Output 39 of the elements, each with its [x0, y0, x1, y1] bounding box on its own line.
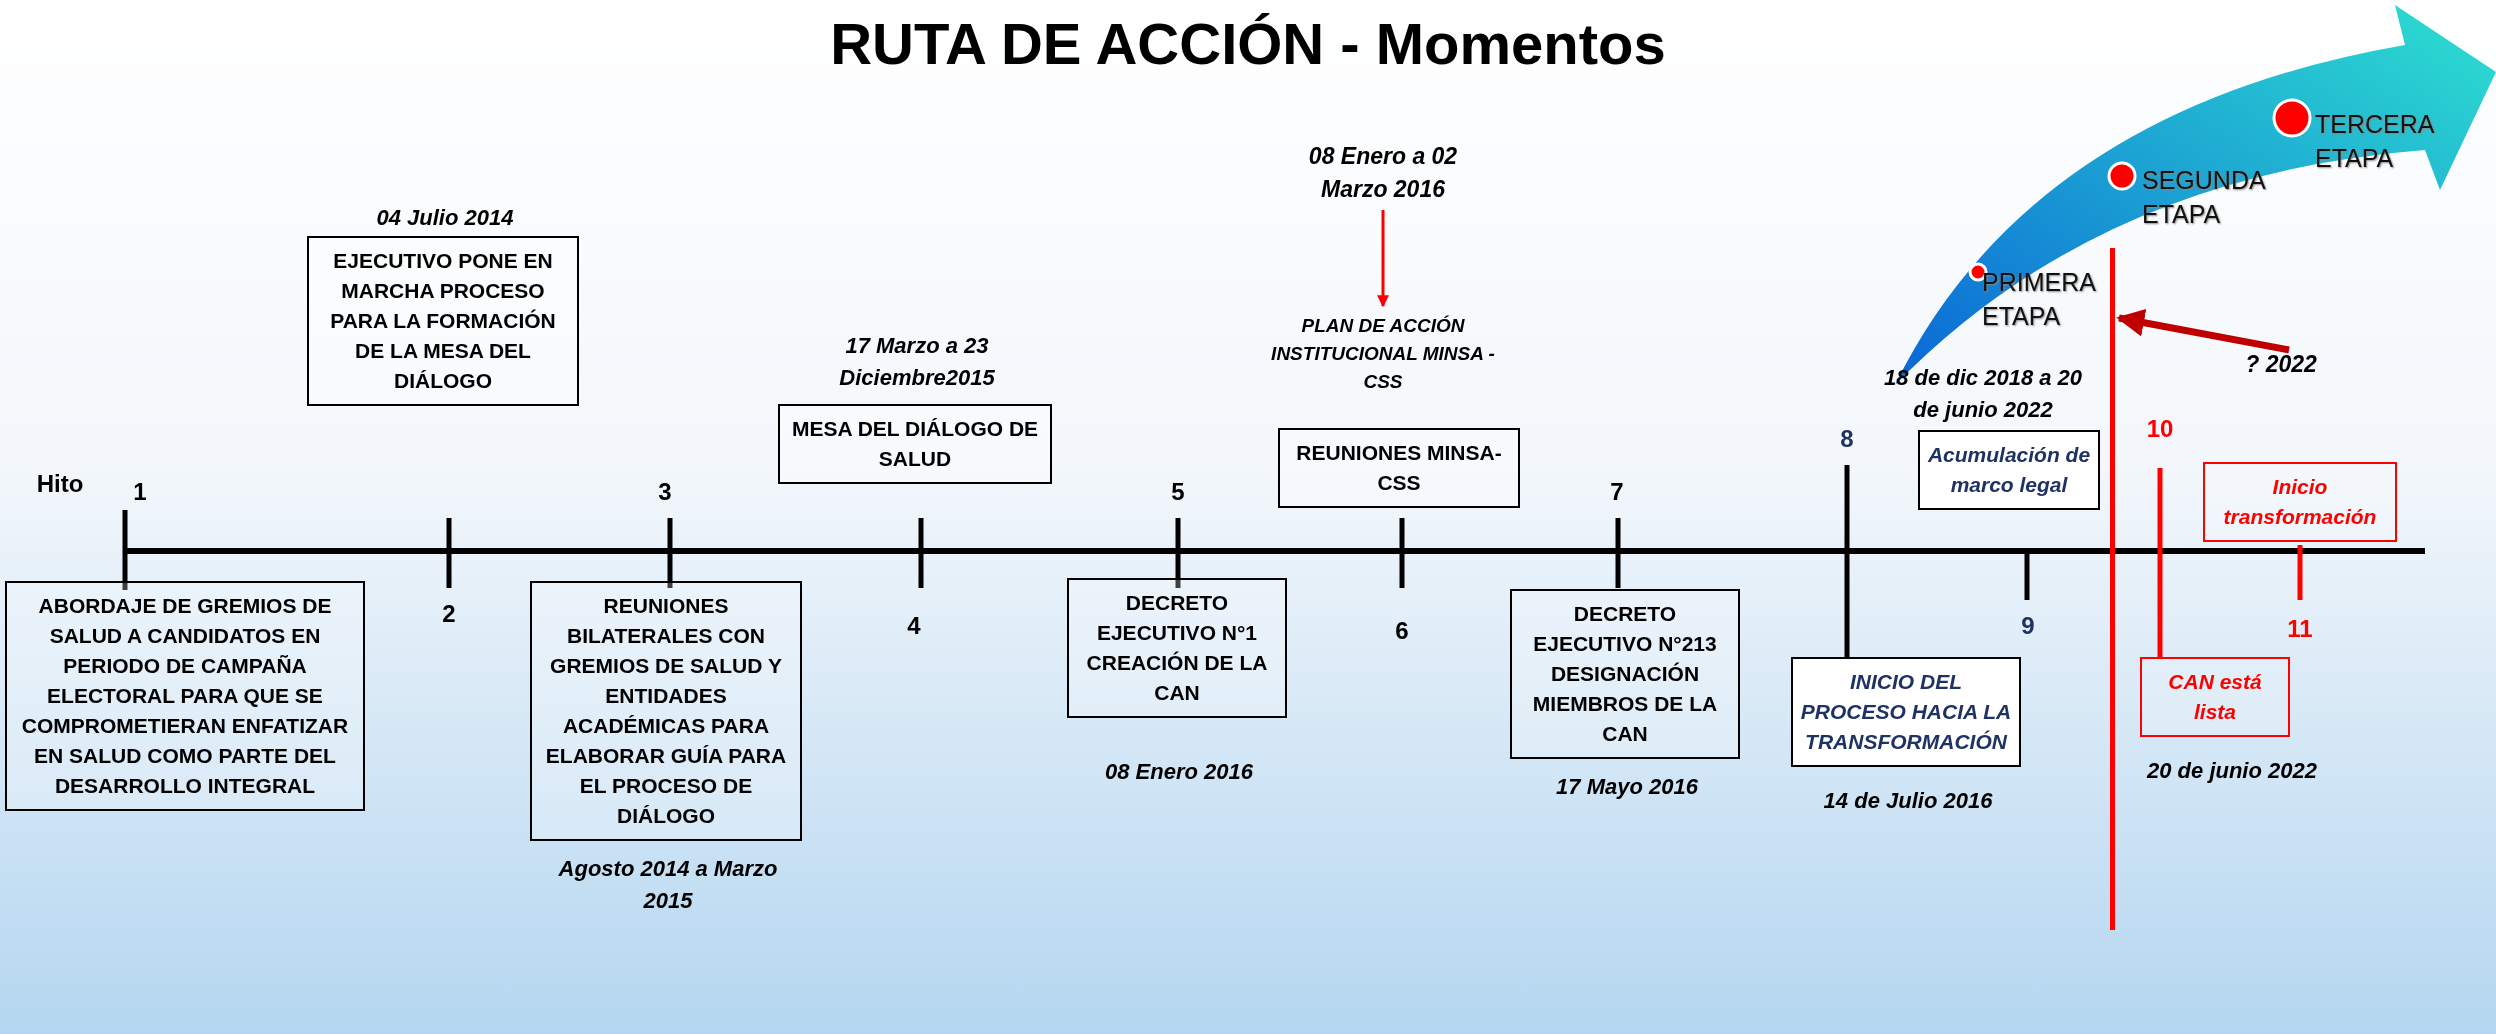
event-text: CAN está lista [2167, 669, 2263, 725]
note-text: ? 2022 [2245, 348, 2317, 381]
date-label: 17 Mayo 2016 [1555, 773, 1699, 801]
arrow [2116, 308, 2290, 354]
milestone-number: 5 [1170, 478, 1186, 506]
milestone-number: 10 [2145, 415, 2175, 443]
event-text: INICIO DEL PROCESO HACIA LA TRANSFORMACIÓN [1799, 669, 2013, 755]
milestone-number: Hito [35, 470, 85, 498]
milestone-number: 1 [132, 478, 148, 506]
date-label: 04 Julio 2014 [375, 204, 515, 232]
event-text: Acumulación de marco legal [1926, 442, 2092, 498]
date-label: 17 Marzo a 23 Diciembre2015 [838, 332, 996, 392]
arrow [1377, 210, 1389, 308]
date-label: Agosto 2014 a Marzo 2015 [557, 855, 779, 915]
event-text: EJECUTIVO PONE EN MARCHA PROCESO PARA LA FORMACIÓN DE LA MESA DEL DIÁLOGO [329, 248, 557, 394]
milestone-number: 2 [441, 600, 457, 628]
milestone-number: 9 [2020, 612, 2036, 640]
milestone-number: 4 [906, 612, 922, 640]
date-label: 20 de junio 2022 [2147, 757, 2317, 785]
event-text: DECRETO EJECUTIVO N°1 CREACIÓN DE LA CAN [1085, 590, 1269, 706]
milestone-number: 8 [1839, 425, 1855, 453]
event-box [5, 581, 365, 811]
date-label: 08 Enero 2016 [1104, 758, 1254, 786]
milestone-number: 6 [1394, 617, 1410, 645]
milestone-number: 11 [2286, 615, 2314, 643]
event-text: REUNIONES MINSA-CSS [1295, 440, 1503, 496]
event-text: MESA DEL DIÁLOGO DE SALUD [790, 416, 1040, 472]
milestone-number: 7 [1609, 478, 1625, 506]
event-text: REUNIONES BILATERALES CON GREMIOS DE SALUD Y ENTIDADES ACADÉMICAS PARA ELABORAR GUÍA PARA EL PROCESO DE DIÁLOGO [544, 593, 788, 829]
event-box [2203, 462, 2397, 542]
note-text: PLAN DE ACCIÓN INSTITUCIONAL MINSA - CSS [1258, 312, 1508, 396]
milestone-number: 3 [657, 478, 673, 506]
event-box [1278, 428, 1520, 508]
date-label: 14 de Julio 2016 [1822, 787, 1994, 815]
note-text: 08 Enero a 02 Marzo 2016 [1273, 140, 1493, 206]
event-text: Inicio transformación [2222, 474, 2378, 530]
title: RUTA DE ACCIÓN - Momentos [829, 10, 1667, 77]
event-text: ABORDAJE DE GREMIOS DE SALUD A CANDIDATOS EN PERIODO DE CAMPAÑA ELECTORAL PARA QUE SE COMPROMETIERAN ENFATIZAR EN SALUD COMO PARTE DEL DESARROLLO INTEGRAL [20, 593, 350, 799]
event-text: DECRETO EJECUTIVO N°213 DESIGNACIÓN MIEMBROS DE LA CAN [1531, 601, 1719, 747]
